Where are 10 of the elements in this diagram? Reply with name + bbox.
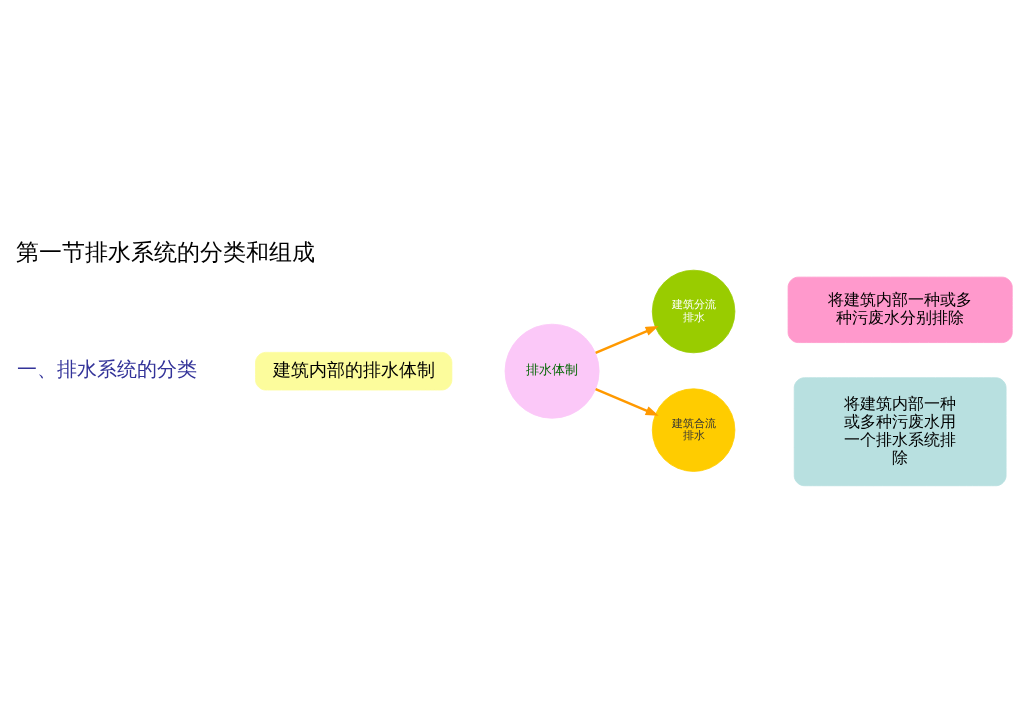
node-box: 将建筑内部一种或多种污废水分别排除 bbox=[787, 276, 1013, 343]
node-box: 将建筑内部一种或多种污废水用一个排水系统排除 bbox=[793, 377, 1007, 487]
diagram-title: 第一节排水系统的分类和组成 bbox=[16, 238, 316, 265]
label: 一、排水系统的分类 bbox=[17, 358, 198, 382]
arrow bbox=[595, 326, 659, 355]
node-circle: 排水体制 bbox=[504, 323, 600, 419]
arrow bbox=[595, 388, 659, 416]
node-circle: 建筑合流排水 bbox=[651, 388, 736, 472]
node-circle: 建筑分流排水 bbox=[651, 269, 736, 354]
node-box: 建筑内部的排水体制 bbox=[255, 351, 453, 391]
